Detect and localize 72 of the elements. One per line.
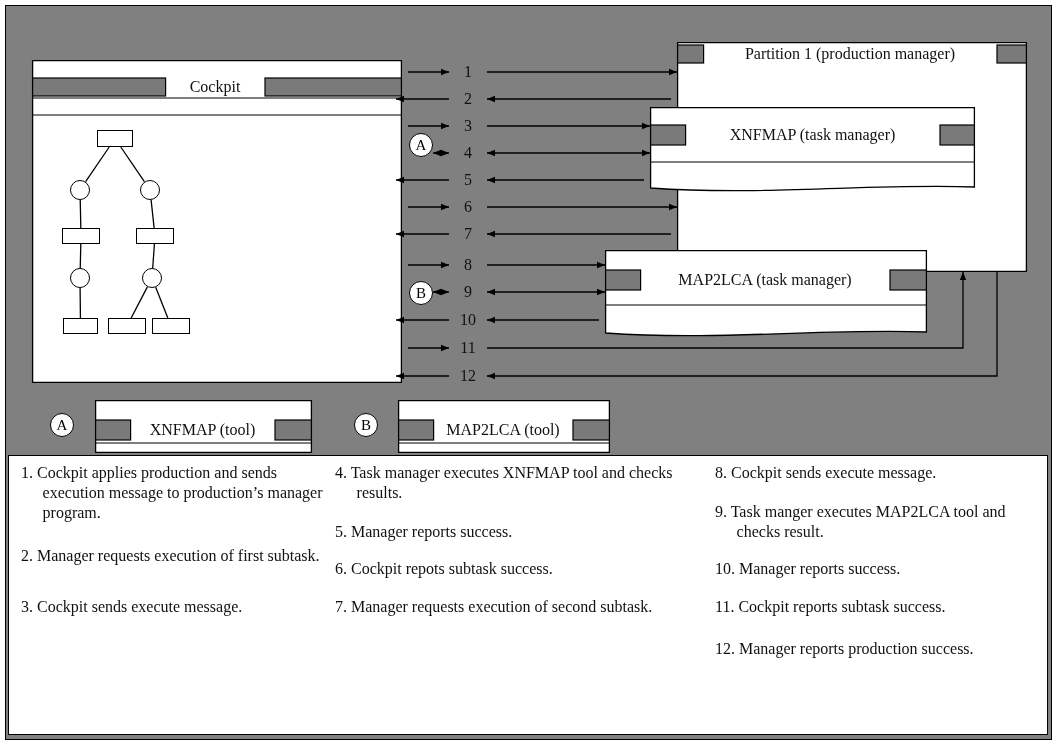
message-arrow	[486, 271, 967, 349]
tree-line	[120, 146, 146, 183]
step-number: 9	[455, 282, 481, 302]
message-arrow	[395, 95, 450, 103]
message-arrow	[407, 344, 450, 352]
window-panel	[398, 400, 610, 453]
message-arrow	[486, 316, 600, 324]
window-title: XNFMAP (tool)	[148, 420, 257, 440]
message-arrow	[486, 271, 998, 380]
note-text: 7. Manager requests execution of second subtask.	[335, 597, 654, 617]
step-number: 10	[455, 310, 481, 330]
message-arrow	[486, 230, 672, 238]
message-arrow	[395, 372, 450, 380]
window-panel	[32, 60, 402, 383]
step-number: 11	[455, 338, 481, 358]
window-title: Cockpit	[188, 77, 242, 97]
step-number: 3	[455, 116, 481, 136]
message-arrow	[486, 203, 678, 211]
window-title: Partition 1 (production manager)	[743, 44, 957, 64]
step-number: 1	[455, 62, 481, 82]
note-text: 9. Task manger executes MAP2LCA tool and checks result.	[715, 502, 1007, 542]
tree-line	[79, 287, 82, 319]
tree-line	[150, 199, 155, 229]
window-title: MAP2LCA (tool)	[445, 420, 561, 440]
note-text: 1. Cockpit applies production and sends execution message to production’s manager program.	[21, 463, 324, 523]
note-text: 10. Manager reports success.	[715, 559, 902, 579]
tree-box	[152, 318, 190, 334]
note-text: 4. Task manager executes XNFMAP tool and checks results.	[335, 463, 674, 503]
tree-line	[155, 286, 169, 319]
tree-line	[79, 243, 82, 269]
step-number: 7	[455, 224, 481, 244]
message-arrow	[432, 288, 450, 296]
tree-box	[108, 318, 146, 334]
tree-box	[97, 130, 133, 147]
step-number: 8	[455, 255, 481, 275]
message-arrow	[486, 261, 606, 269]
tree-line	[79, 199, 82, 229]
step-number: 2	[455, 89, 481, 109]
note-text: 2. Manager requests execution of first subtask.	[21, 546, 321, 566]
step-number: 4	[455, 143, 481, 163]
message-arrow	[407, 68, 450, 76]
tree-line	[84, 146, 110, 183]
step-number: 12	[455, 366, 481, 386]
step-number: 6	[455, 197, 481, 217]
tree-line	[130, 286, 149, 319]
window-title: XNFMAP (task manager)	[728, 125, 897, 145]
tree-line	[152, 243, 156, 269]
message-arrow	[395, 316, 450, 324]
message-arrow	[407, 122, 450, 130]
note-text: 5. Manager reports success.	[335, 522, 514, 542]
note-text: 11. Cockpit reports subtask success.	[715, 597, 947, 617]
step-number: 5	[455, 170, 481, 190]
tree-box	[63, 318, 98, 334]
note-text: 6. Cockpit repots subtask success.	[335, 559, 554, 579]
note-text: 3. Cockpit sends execute message.	[21, 597, 244, 617]
message-arrow	[486, 68, 678, 76]
message-arrow	[486, 95, 672, 103]
message-arrow	[486, 122, 651, 130]
message-arrow	[432, 149, 450, 157]
note-text: 12. Manager reports production success.	[715, 639, 975, 659]
window-panel	[95, 400, 312, 453]
message-arrow	[407, 261, 450, 269]
message-arrow	[486, 149, 651, 157]
tree-box	[136, 228, 174, 244]
window-title: MAP2LCA (task manager)	[677, 270, 853, 290]
tree-box	[62, 228, 100, 244]
note-text: 8. Cockpit sends execute message.	[715, 463, 938, 483]
message-arrow	[395, 230, 450, 238]
message-arrow	[395, 176, 450, 184]
message-arrow	[486, 176, 645, 184]
message-arrow	[407, 203, 450, 211]
message-arrow	[486, 288, 606, 296]
